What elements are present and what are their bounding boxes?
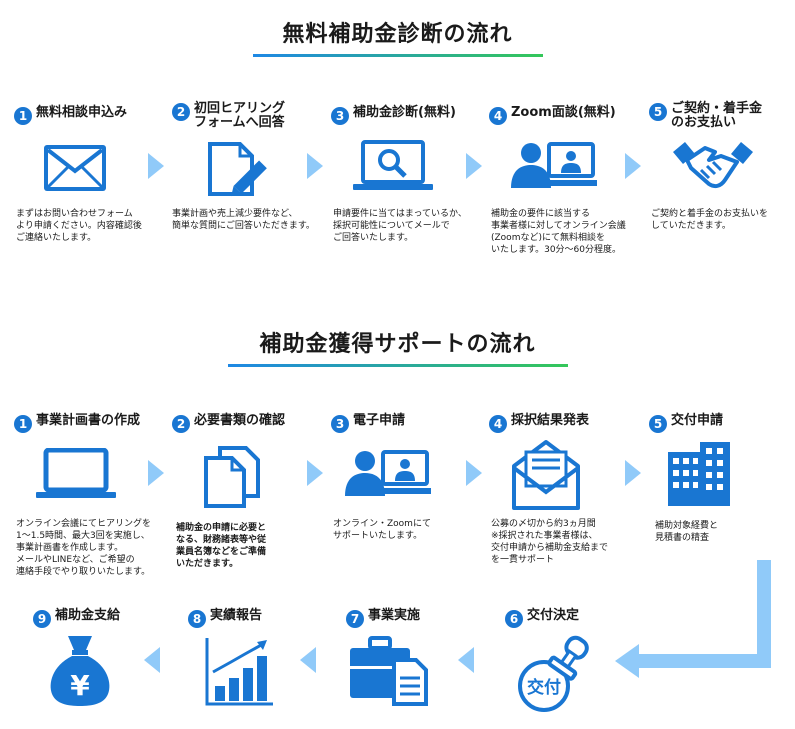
documents-icon [204,446,260,508]
flow-arrow-left [458,647,474,673]
step-number: 9 [33,610,51,628]
flow-arrow-left [300,647,316,673]
step-number: 3 [331,107,349,125]
step-title: 交付申請 [671,413,724,428]
flow-arrow-right [625,460,641,486]
step-description: 公募の〆切から約3ヵ月間 ※採択された事業者様は、 交付申請から補助金支給まで … [491,519,609,565]
flow-arrow-right [625,153,641,179]
step-title: 補助金支給 [55,608,121,623]
step-number: 7 [346,610,364,628]
step-title: ご契約・着手金 のお支払い [671,101,763,130]
handshake-icon [673,142,753,189]
s1-step-1: 1 無料相談申込み [14,106,164,125]
step-description: オンライン会議にてヒアリングを 1〜1.5時間、最大3回を実施し、 事業計画書を… [16,519,152,577]
video-call-icon [345,450,431,496]
step-description: 補助対象経費と 見積書の精査 [655,521,719,543]
s2-step-1: 1 事業計画書の作成 [14,414,164,433]
money-bag-icon: ¥ [50,636,110,706]
step-number: 4 [489,107,507,125]
step-title: 実績報告 [210,608,263,623]
step-title: 事業実施 [368,608,421,623]
step-description: 事業計画や売上減少要件など、 簡単な質問にご回答いただきます。 [172,209,315,231]
flow-arrow-right [148,460,164,486]
step-number: 6 [505,610,523,628]
step-description: 補助金の申請に必要と なる、財務諸表等や従 業員名簿などをご準備 いただきます。 [176,523,267,569]
flow-arrow-right [307,153,323,179]
flow-arrow-right [466,460,482,486]
step-number: 2 [172,415,190,433]
s2-step-4: 4 採択結果発表 [489,414,639,433]
step-title: Zoom面談(無料) [511,105,616,120]
flow-arrow-right [148,153,164,179]
s2-step-3: 3 電子申請 [331,414,481,433]
step-title: 補助金診断(無料) [353,105,456,120]
s1-step-3: 3 補助金診断(無料) [331,106,481,125]
s2-step-8: 8 実績報告 [188,609,338,628]
step-title: 無料相談申込み [36,105,128,120]
step-number: 8 [188,610,206,628]
s2-step-5: 5 交付申請 [649,414,795,433]
step-description: 補助金の要件に該当する 事業者様に対してオンライン会議 (Zoomなど)にて無料… [491,209,626,255]
step-number: 5 [649,103,667,121]
s2-step-9: 9 補助金支給 [33,609,183,628]
flow-arrow-right [466,153,482,179]
step-description: まずはお問い合わせフォーム より申請ください。内容確認後 ご連絡いたします。 [16,209,142,243]
flow-arrow-left [144,647,160,673]
growth-chart-icon [205,638,273,706]
step-title: 採択結果発表 [511,413,590,428]
section2-title: 補助金獲得サポートの流れ [0,326,795,367]
flow-arrow-right [307,460,323,486]
yen-symbol: ¥ [70,669,90,702]
step-description: ご契約と着手金のお支払いを していただきます。 [651,209,769,231]
s2-step-7: 7 事業実施 [346,609,496,628]
step-number: 1 [14,107,32,125]
envelope-icon [44,145,106,191]
step-description: オンライン・Zoomにて サポートいたします。 [333,519,431,541]
step-number: 2 [172,103,190,121]
step-number: 1 [14,415,32,433]
stamp-icon: 交付 [518,635,589,712]
briefcase-icon [350,636,428,706]
title-underline [252,54,543,57]
step-title: 交付決定 [527,608,580,623]
step-description: 申請要件に当てはまっているか、 採択可能性についてメールで ご回答いたします。 [333,209,467,243]
laptop-search-icon [353,140,433,190]
step-title: 必要書類の確認 [194,413,286,428]
section1-title: 無料補助金診断の流れ [0,16,795,57]
s1-step-4: 4 Zoom面談(無料) [489,106,639,125]
title-underline [227,364,568,367]
step-number: 3 [331,415,349,433]
step-number: 4 [489,415,507,433]
video-call-icon [511,142,597,188]
s2-step-2: 2 必要書類の確認 [172,414,322,433]
flow-connector [615,560,771,678]
document-pencil-icon [208,142,267,197]
building-icon [668,442,730,506]
step-title: 初回ヒアリング フォームへ回答 [194,101,286,130]
step-title: 事業計画書の作成 [36,413,141,428]
laptop-icon [36,448,116,498]
s2-step-6: 6 交付決定 [505,609,655,628]
step-number: 5 [649,415,667,433]
stamp-text: 交付 [527,677,561,698]
step-title: 電子申請 [353,413,406,428]
open-mail-icon [512,440,580,510]
